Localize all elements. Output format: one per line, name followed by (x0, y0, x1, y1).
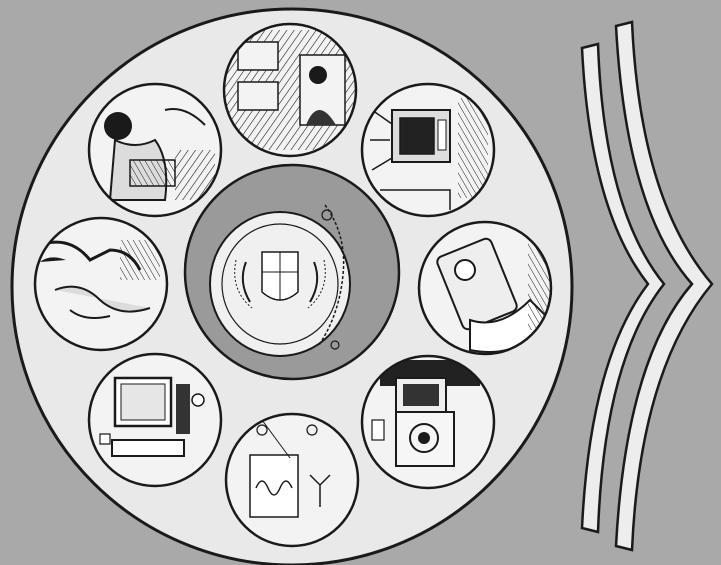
desktop-computer-icon (89, 354, 221, 486)
handheld-phone-icon (419, 222, 554, 354)
camera-display-icon (362, 356, 494, 488)
library-bookshelf-icon (224, 24, 356, 156)
hands-working-icon (35, 218, 167, 350)
double-chevron-arrow-icon (582, 22, 712, 550)
sine-wave-display-icon (226, 414, 358, 546)
microwave-appliance-icon (362, 84, 494, 216)
person-reading-icon (89, 84, 221, 216)
crest-emblem-icon (185, 165, 399, 379)
